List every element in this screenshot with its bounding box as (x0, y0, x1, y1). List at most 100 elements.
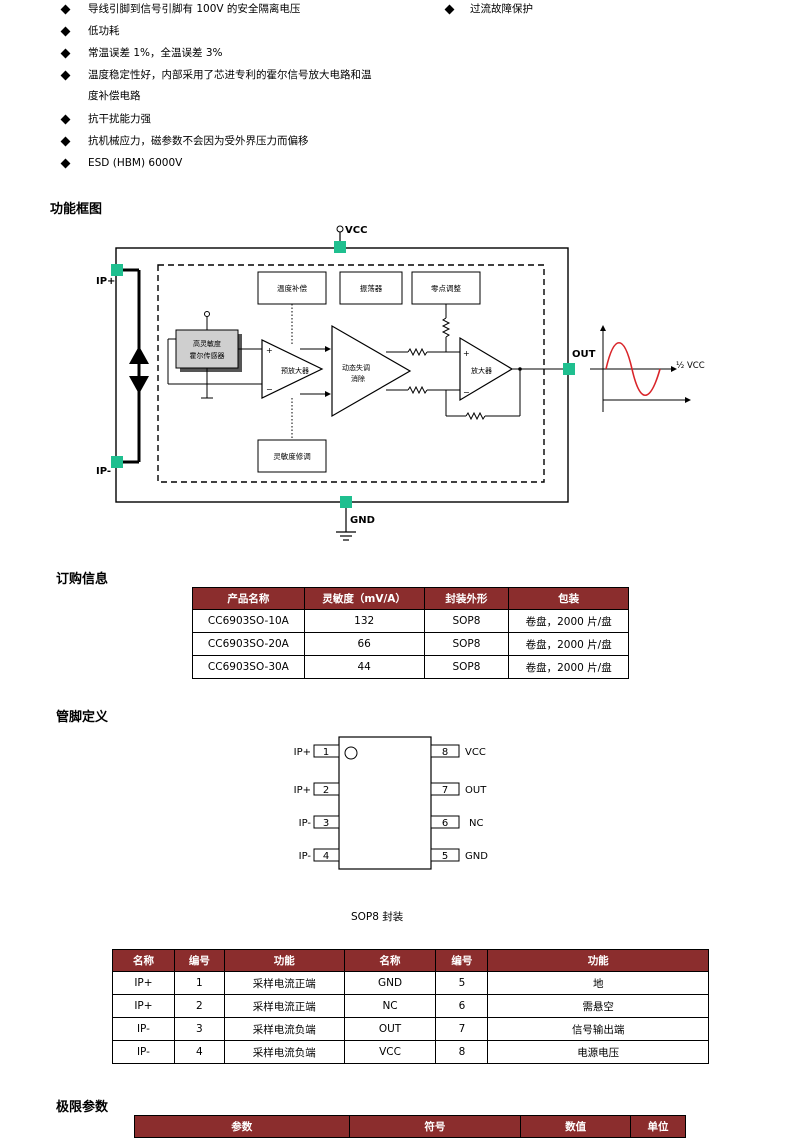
pin-name: VCC (465, 747, 486, 758)
table-cell: CC6903SO-10A (192, 609, 305, 633)
limits-title: 极限参数 (56, 1100, 109, 1115)
column-header: 数值 (520, 1115, 632, 1138)
feature-item: ESD (HBM) 6000V (88, 157, 183, 169)
table-cell: IP+ (112, 994, 175, 1018)
feature-item: 抗干扰能力强 (88, 113, 151, 125)
pin-number: 5 (442, 851, 448, 862)
table-row: CC6903SO-10A 132 SOP8 卷盘，2000 片/盘 (192, 609, 629, 633)
temp-comp-block: 温度补偿 (277, 283, 307, 293)
ic-body (338, 736, 432, 870)
pin-name: IP- (299, 818, 312, 829)
pin1-marker-icon (344, 746, 358, 760)
column-header: 符号 (348, 1115, 522, 1138)
table-row: CC6903SO-30A 44 SOP8 卷盘，2000 片/盘 (192, 655, 629, 679)
half-vcc-label: ½ VCC (676, 361, 705, 371)
bullet-icon (60, 158, 71, 169)
table-cell: IP- (112, 1040, 175, 1064)
table-cell: 卷盘，2000 片/盘 (508, 632, 629, 656)
pin-name: NC (469, 818, 483, 829)
pin-number: 2 (323, 785, 329, 796)
table-row: IP- 4 采样电流负端 VCC 8 电源电压 (112, 1040, 709, 1064)
resistor-icon (407, 347, 428, 357)
table-cell: 3 (173, 1017, 225, 1041)
resistor-icon (441, 317, 451, 338)
sensitivity-adjust-block: 灵敏度修调 (273, 451, 311, 461)
pin-name: IP- (299, 851, 312, 862)
bullet-icon (60, 114, 71, 125)
pin-green-icon (563, 363, 575, 375)
block-diagram: VCC GND IP+ IP- 温度补偿 振荡器 零点调整 高灵敏度 霍尔传感器… (96, 225, 705, 541)
feature-item: 导线引脚到信号引脚有 100V 的安全隔离电压 (88, 3, 301, 15)
table-cell: 2 (173, 994, 225, 1018)
pin-number: 3 (323, 818, 329, 829)
pin-name: GND (465, 851, 488, 862)
column-header: 参数 (134, 1115, 350, 1138)
svg-text:−: − (463, 388, 470, 397)
bullet-icon (60, 48, 71, 59)
gnd-label: GND (350, 515, 375, 526)
table-cell: NC (343, 994, 437, 1018)
table-cell: SOP8 (423, 632, 510, 656)
dynamic-offset-block: 消除 (351, 374, 365, 383)
table-cell: 电源电压 (487, 1040, 709, 1064)
table-header-row: 产品名称 灵敏度（mV/A） 封装外形 包装 (192, 587, 629, 610)
bullet-icon (60, 26, 71, 37)
feature-item: 抗机械应力，磁参数不会因为受外界压力而偏移 (88, 135, 309, 147)
table-cell: CC6903SO-30A (192, 655, 305, 679)
ip-plus-label: IP+ (96, 276, 115, 287)
table-cell: 4 (173, 1040, 225, 1064)
table-cell: 1 (173, 971, 225, 995)
current-arrow-up-icon (129, 346, 149, 364)
table-cell: 需悬空 (487, 994, 709, 1018)
table-cell: 7 (435, 1017, 489, 1041)
pin-number: 1 (323, 747, 329, 758)
ip-minus-label: IP- (96, 466, 111, 477)
table-cell: 66 (303, 632, 425, 656)
pin-green-icon (111, 456, 123, 468)
column-header: 封装外形 (423, 587, 510, 610)
table-row: IP- 3 采样电流负端 OUT 7 信号输出端 (112, 1017, 709, 1041)
pin-green-icon (334, 241, 346, 253)
sop8-pinout-diagram: IP+ 1 IP+ 2 IP- 3 IP- 4 8 VCC 7 OUT 6 NC… (294, 736, 488, 870)
zero-adjust-block: 零点调整 (431, 283, 461, 293)
pinout-title: 管脚定义 (56, 710, 109, 725)
table-cell: 信号输出端 (487, 1017, 709, 1041)
table-cell: 44 (303, 655, 425, 679)
table-cell: 132 (303, 609, 425, 633)
table-cell: 6 (435, 994, 489, 1018)
feature-item-continued: 度补偿电路 (88, 90, 141, 102)
table-row: IP+ 2 采样电流正端 NC 6 需悬空 (112, 994, 709, 1018)
table-cell: SOP8 (423, 609, 510, 633)
svg-text:−: − (266, 385, 273, 394)
block-diagram-title: 功能框图 (50, 202, 103, 217)
pin-name: OUT (465, 785, 487, 796)
current-arrow-down-icon (129, 376, 149, 394)
column-header: 灵敏度（mV/A） (303, 587, 425, 610)
pin-number: 6 (442, 818, 448, 829)
pin-name: IP+ (294, 785, 311, 796)
pin-green-icon (111, 264, 123, 276)
feature-item: 过流故障保护 (470, 3, 533, 15)
pin-number: 4 (323, 851, 329, 862)
column-header: 单位 (630, 1115, 686, 1138)
table-cell: 采样电流正端 (223, 994, 345, 1018)
preamp-block: 预放大器 (281, 366, 309, 375)
column-header: 名称 (343, 949, 437, 972)
sine-wave (605, 341, 661, 397)
package-caption: SOP8 封装 (351, 911, 404, 923)
table-cell: 采样电流正端 (223, 971, 345, 995)
ordering-table: 产品名称 灵敏度（mV/A） 封装外形 包装 CC6903SO-10A 132 … (192, 587, 629, 679)
pin-green-icon (340, 496, 352, 508)
out-label: OUT (572, 349, 596, 360)
table-cell: 卷盘，2000 片/盘 (508, 655, 629, 679)
bullet-icon (60, 70, 71, 81)
ordering-title: 订购信息 (56, 572, 109, 587)
bullet-icon (60, 136, 71, 147)
limits-table: 参数 符号 数值 单位 (134, 1115, 686, 1138)
pin-name: IP+ (294, 747, 311, 758)
feature-item: 温度稳定性好，内部采用了芯进专利的霍尔信号放大电路和温 (88, 69, 372, 81)
hall-sensor-block: 霍尔传感器 (190, 351, 225, 360)
table-header-row: 参数 符号 数值 单位 (134, 1115, 686, 1138)
pin-number: 8 (442, 747, 448, 758)
table-cell: CC6903SO-20A (192, 632, 305, 656)
